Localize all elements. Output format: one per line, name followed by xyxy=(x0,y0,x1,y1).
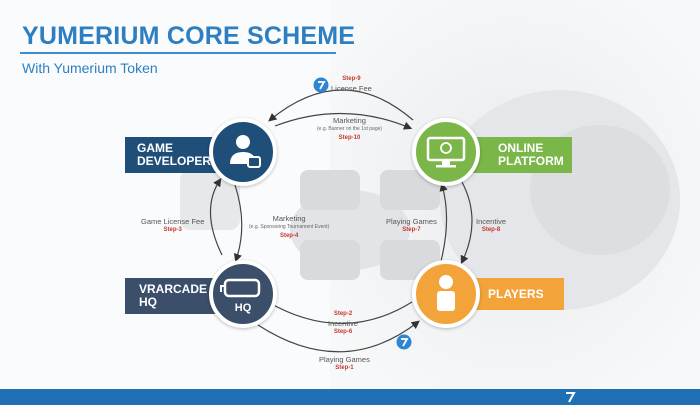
arrow-incentive-right xyxy=(460,181,473,265)
flow-playing-games-bottom: Playing Games Step-1 xyxy=(319,355,370,373)
label-line: HQ xyxy=(139,295,157,309)
yumerium-logo-icon xyxy=(566,392,576,403)
token-icon-top xyxy=(313,77,329,93)
node-game-developer xyxy=(209,118,277,186)
flow-license-fee: Step-9 License Fee xyxy=(331,75,372,93)
flow-marketing-mid: Marketing (e.g. Sponsoring Tournament Ev… xyxy=(249,214,329,241)
step-label: Step-3 xyxy=(163,227,182,233)
flow-game-license-fee: Game License Fee Step-3 xyxy=(141,217,204,235)
arrow-license-fee xyxy=(268,89,414,122)
flow-text: Incentive xyxy=(476,217,507,226)
token-icon-bottom xyxy=(396,334,412,350)
flow-text: Playing Games xyxy=(386,217,437,226)
flow-text: Incentive xyxy=(328,319,359,328)
arrow-marketing-top xyxy=(274,112,413,130)
label-line: ONLINE xyxy=(498,141,544,155)
label-line: PLAYERS xyxy=(488,286,544,301)
flow-text: License Fee xyxy=(331,84,372,93)
label-line: GAME xyxy=(137,141,173,155)
node-vrarcade-hq: HQ xyxy=(209,260,277,328)
arrow-playing-games-right xyxy=(439,182,448,266)
arrow-marketing-mid xyxy=(233,184,243,263)
step-label: Step-7 xyxy=(402,227,421,233)
flow-playing-games-right: Playing Games Step-7 xyxy=(386,217,437,235)
label-line: VRARCADE xyxy=(139,282,208,296)
node-players xyxy=(412,260,480,328)
monitor-gamepad-icon xyxy=(426,136,466,168)
footer-bar xyxy=(0,389,700,405)
flow-text: Playing Games xyxy=(319,355,370,364)
step-label: Step-6 xyxy=(333,329,353,335)
page-title: YUMERIUM CORE SCHEME xyxy=(22,22,356,50)
player-icon xyxy=(437,275,455,311)
flow-note: (e.g. Sponsoring Tournament Event) xyxy=(249,224,330,230)
step-label: Step-2 xyxy=(333,311,353,317)
flow-text: Game License Fee xyxy=(141,217,205,226)
flow-incentive-bottom: Step-2 Incentive Step-6 xyxy=(328,310,358,337)
title-underline xyxy=(20,52,336,54)
flow-note: (e.g. Banner on the 1st page) xyxy=(317,126,383,132)
arrow-game-license-fee xyxy=(209,178,223,256)
step-label: Step-1 xyxy=(335,365,354,371)
step-label: Step-8 xyxy=(481,227,501,233)
flow-marketing-top: Marketing (e.g. Banner on the 1st page) … xyxy=(317,116,382,143)
flow-text: Marketing xyxy=(333,116,366,125)
label-line: PLATFORM xyxy=(498,154,564,168)
hq-text: HQ xyxy=(234,302,252,314)
step-label: Step-4 xyxy=(279,233,299,239)
step-label: Step-10 xyxy=(338,135,361,141)
arrow-incentive-bottom xyxy=(265,300,413,324)
vr-headset-icon xyxy=(220,278,261,298)
developer-icon xyxy=(230,135,261,168)
arrow-playing-games-bottom xyxy=(257,320,420,353)
flow-incentive-right: Incentive Step-8 xyxy=(476,217,506,235)
node-online-platform xyxy=(412,118,480,186)
flow-text: Marketing xyxy=(272,214,306,223)
step-label: Step-9 xyxy=(342,76,361,82)
page-subtitle: With Yumerium Token xyxy=(22,60,158,76)
label-line: DEVELOPER xyxy=(137,154,212,168)
